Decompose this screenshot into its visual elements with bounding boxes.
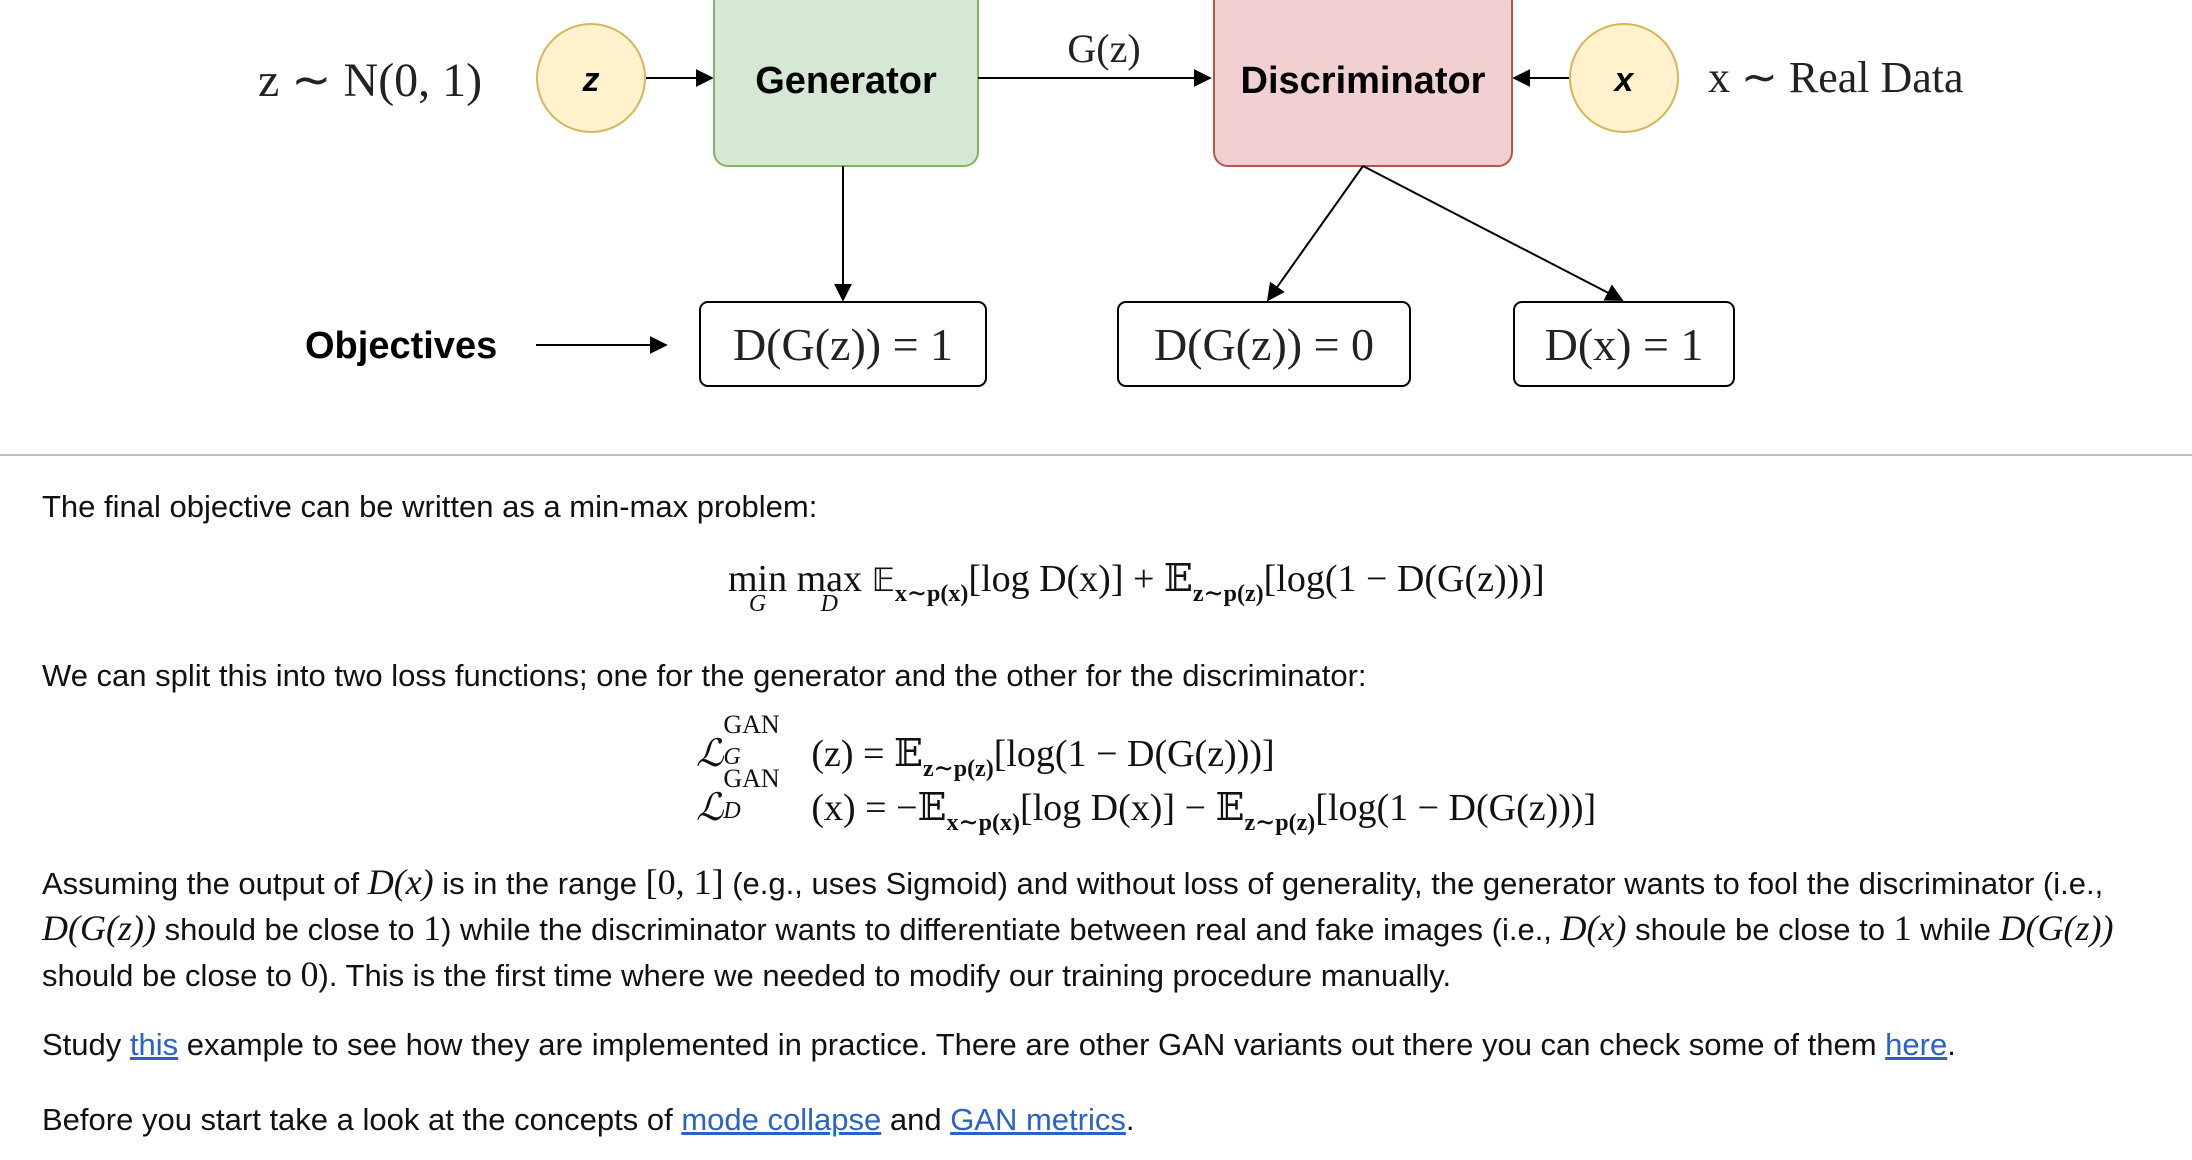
intro-text: The final objective can be written as a …: [42, 489, 818, 524]
gz-edge-label: G(z): [1067, 26, 1140, 71]
gan-metrics-link[interactable]: GAN metrics: [950, 1102, 1126, 1137]
discriminator-loss-sub-x: x∼p(x): [946, 810, 1020, 836]
gan-diagram: z ∼ N(0, 1) z Generator G(z) Discriminat…: [258, 0, 1964, 387]
objectives-label: Objectives: [305, 325, 497, 367]
z-distribution-label: z ∼ N(0, 1): [258, 54, 482, 107]
objective-gen-box: [699, 301, 987, 387]
discriminator-label: Discriminator: [1241, 60, 1486, 102]
split-text: We can split this into two loss function…: [42, 658, 1367, 693]
gan-variants-link[interactable]: here: [1885, 1027, 1948, 1062]
study-paragraph: Study this example to see how they are i…: [42, 1027, 1956, 1062]
discriminator-loss-sub-z: z∼p(z): [1244, 810, 1316, 836]
x-node: [1569, 23, 1679, 133]
discriminator-loss-symbol: ℒ: [696, 787, 724, 829]
expect-sub-z: z∼p(z): [1192, 581, 1264, 607]
this-example-link[interactable]: this: [129, 1027, 179, 1062]
max-operator: max D: [796, 558, 863, 617]
objective-disc-real-box: [1513, 301, 1735, 387]
discriminator-loss-arg: (x) = −𝔼: [811, 787, 947, 829]
split-paragraph: We can split this into two loss function…: [42, 654, 1367, 698]
concepts-paragraph: Before you start take a look at the conc…: [42, 1102, 1135, 1137]
generator-loss-arg: (z) = 𝔼: [811, 733, 923, 775]
intro-paragraph: The final objective can be written as a …: [42, 485, 817, 529]
z-node-label: z: [582, 61, 600, 99]
discriminator-to-real-objective-arrow: [1362, 165, 1624, 301]
generator-loss-sub: z∼p(z): [922, 756, 994, 782]
minmax-tail: [log(1 − D(G(z)))]: [1263, 558, 1545, 600]
discriminator-loss-rhs: [log(1 − D(G(z)))]: [1315, 787, 1597, 829]
z-node: [536, 23, 646, 133]
generator-loss-rhs: [log(1 − D(G(z)))]: [993, 733, 1275, 775]
section-divider: [0, 454, 2192, 456]
discriminator-loss-mid: [log D(x)] − 𝔼: [1019, 787, 1245, 829]
assumption-line-2: D(G(z)) should be close to 1) while the …: [42, 908, 2114, 948]
x-distribution-label: x ∼ Real Data: [1708, 53, 1964, 102]
assumption-paragraph: Assuming the output of D(x) is in the ra…: [42, 860, 2113, 998]
assumption-line-1: Assuming the output of D(x) is in the ra…: [42, 862, 2104, 902]
minmax-equation: min G max D 𝔼x∼p(x)[log D(x)] + 𝔼z∼p(z)[…: [728, 558, 1545, 617]
objective-disc-fake-box: [1117, 301, 1411, 387]
assumption-line-3: should be close to 0). This is the first…: [42, 954, 1452, 994]
objective-gen-label: D(G(z)) = 1: [733, 319, 953, 370]
expect-sub-x: x∼p(x): [894, 581, 969, 607]
mode-collapse-link[interactable]: mode collapse: [681, 1102, 882, 1137]
objective-disc-fake-label: D(G(z)) = 0: [1154, 319, 1374, 370]
objective-disc-real-label: D(x) = 1: [1545, 319, 1704, 370]
discriminator-to-fake-objective-arrow: [1266, 165, 1364, 302]
generator-loss-symbol: ℒ: [696, 733, 724, 775]
min-operator: min G: [728, 558, 788, 617]
x-node-label: x: [1613, 61, 1636, 99]
generator-label: Generator: [755, 60, 937, 102]
minmax-body: [log D(x)] + 𝔼: [968, 558, 1193, 600]
